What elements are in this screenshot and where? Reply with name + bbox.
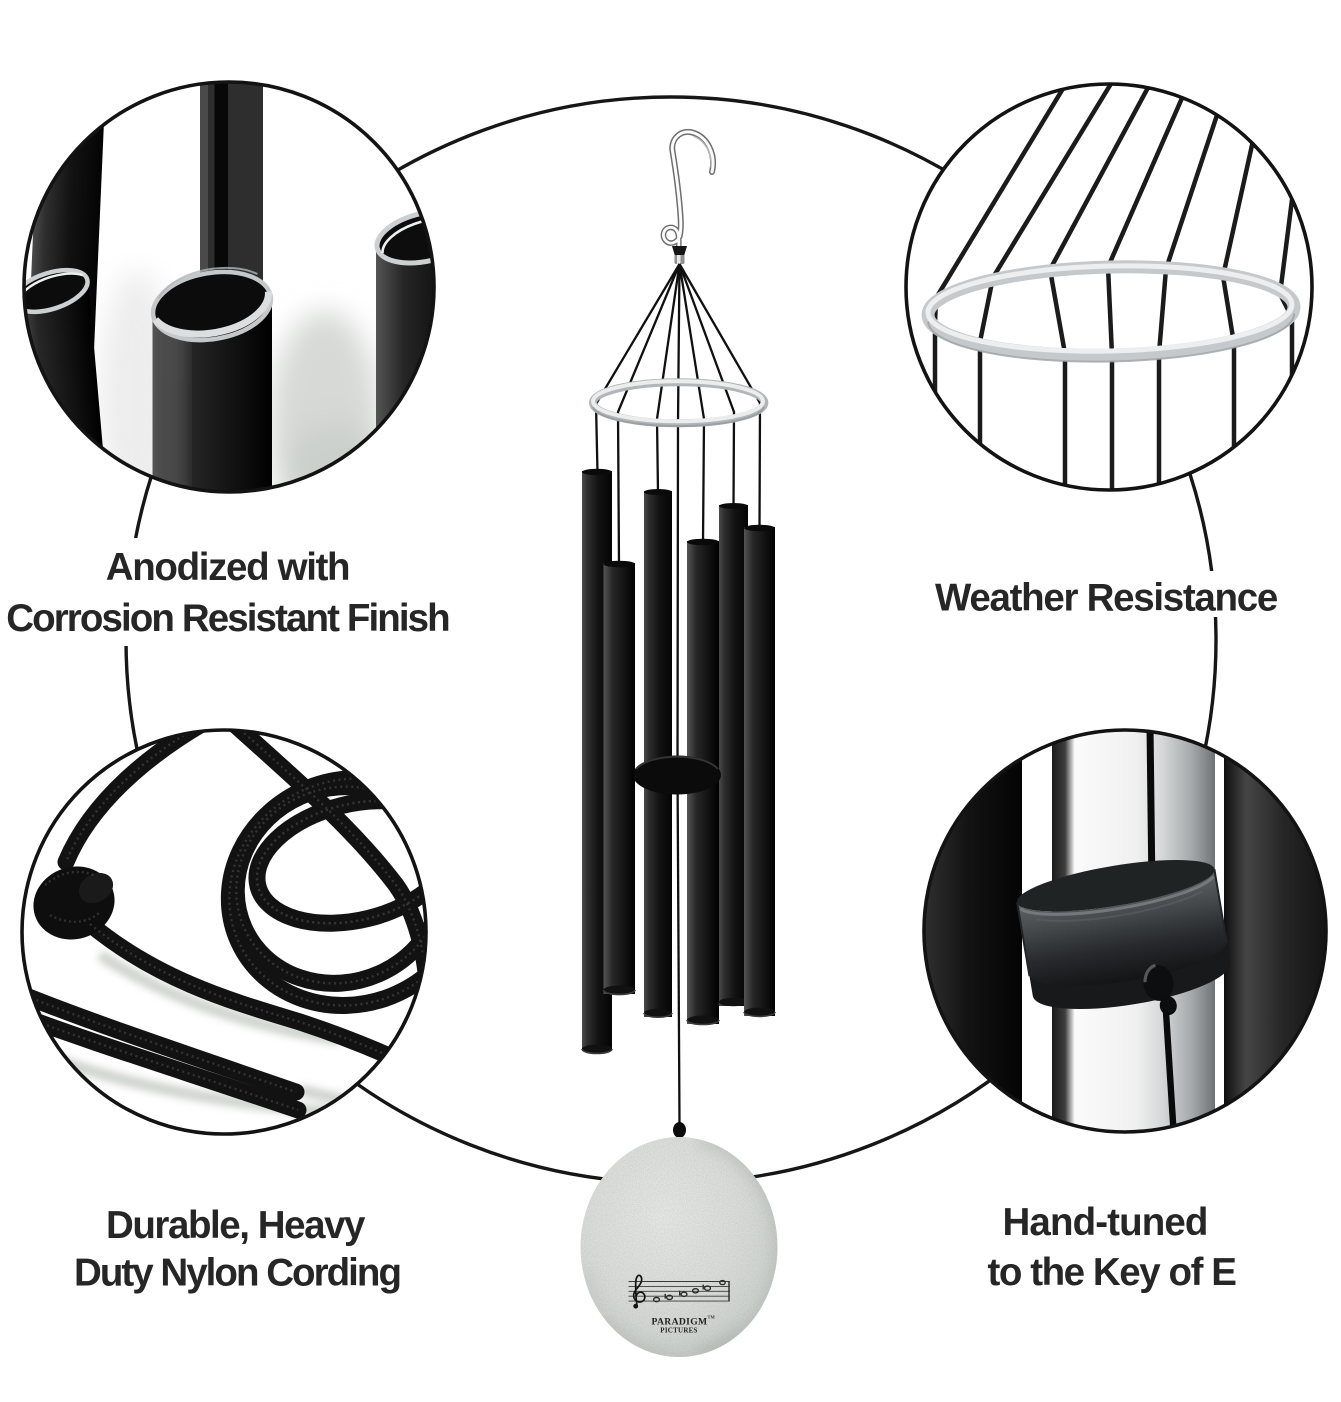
svg-text:Durable, Heavy: Durable, Heavy	[106, 1204, 366, 1247]
svg-text:Hand-tuned: Hand-tuned	[1003, 1201, 1208, 1244]
svg-text:Anodized with: Anodized with	[106, 546, 350, 589]
svg-text:PARADIGM: PARADIGM	[652, 1316, 708, 1327]
svg-text:TM: TM	[708, 1315, 716, 1320]
svg-text:PICTURES: PICTURES	[660, 1327, 697, 1335]
svg-text:Corrosion Resistant Finish: Corrosion Resistant Finish	[6, 597, 449, 640]
svg-text:Duty Nylon Cording: Duty Nylon Cording	[74, 1252, 400, 1295]
svg-text:Weather Resistance: Weather Resistance	[935, 577, 1278, 620]
svg-text:to the Key of E: to the Key of E	[987, 1251, 1236, 1294]
